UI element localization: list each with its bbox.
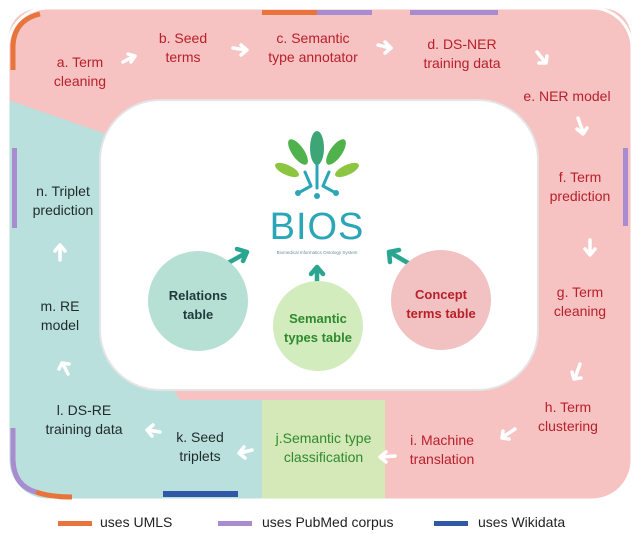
step-k-seed-triplets: k. Seed triplets bbox=[176, 429, 224, 464]
bios-tree-logo bbox=[275, 131, 359, 199]
step-d-ds-ner-training-data: d. DS-NER training data bbox=[423, 36, 501, 71]
legend-pubmed-label: uses PubMed corpus bbox=[262, 514, 394, 530]
pubmed-bar-right bbox=[623, 148, 628, 226]
outer-border bbox=[6, 6, 634, 502]
pubmed-bar-top bbox=[317, 10, 372, 15]
step-m-re-model: m. RE model bbox=[40, 298, 80, 333]
arrow-concept-to-bios bbox=[386, 247, 411, 266]
umls-bar-top bbox=[262, 10, 317, 15]
arrow-f-g bbox=[583, 238, 597, 257]
arrow-a-b bbox=[121, 52, 137, 64]
step-n-triplet-prediction: n. Triplet prediction bbox=[32, 183, 94, 218]
step-i-machine-translation: i. Machine translation bbox=[409, 432, 475, 467]
arrow-m-n bbox=[53, 243, 67, 262]
arrow-b-c bbox=[231, 43, 249, 57]
arrow-relations-to-bios bbox=[225, 246, 250, 266]
arrow-k-l bbox=[145, 423, 162, 438]
relations-table-circle bbox=[148, 251, 248, 351]
legend-pubmed-swatch bbox=[218, 521, 252, 526]
pubmed-bar-bottom-left bbox=[10, 428, 37, 495]
arrow-i-j bbox=[378, 450, 397, 464]
legend-umls-label: uses UMLS bbox=[100, 514, 173, 530]
concept-terms-table-circle bbox=[391, 250, 491, 350]
step-h-term-clustering: h. Term clustering bbox=[538, 399, 598, 434]
step-b-seed-terms: b. Seed terms bbox=[158, 30, 208, 65]
umls-bar-bottom-left bbox=[35, 489, 73, 500]
semantic-types-table-circle bbox=[273, 281, 363, 371]
arrow-d-e bbox=[535, 50, 549, 65]
wikidata-bar-bottom bbox=[163, 491, 238, 497]
arrow-l-m bbox=[57, 361, 71, 376]
arrow-e-f bbox=[575, 116, 589, 136]
step-e-ner-model: e. NER model bbox=[523, 88, 611, 104]
arrow-g-h bbox=[570, 362, 583, 381]
arrow-h-i bbox=[500, 427, 517, 441]
step-a-term-cleaning: a. Term cleaning bbox=[53, 54, 107, 89]
arrow-j-k bbox=[237, 445, 254, 460]
bios-logo-title: BIOS bbox=[269, 206, 365, 248]
step-c-semantic-type-annotator: c. Semantic type annotator bbox=[268, 30, 358, 65]
region-classification bbox=[262, 400, 385, 500]
pubmed-bar-left bbox=[12, 148, 17, 228]
step-f-term-prediction: f. Term prediction bbox=[549, 169, 611, 204]
relations-table-label: Relations table bbox=[168, 288, 228, 322]
step-j-semantic-type-classification: j.Semantic type classification bbox=[275, 430, 372, 465]
pubmed-bar-top-right bbox=[410, 10, 498, 15]
semantic-types-table-label: Semantic types table bbox=[284, 311, 352, 345]
arrow-semantic-to-bios bbox=[308, 264, 326, 285]
bios-logo-subtitle: Biomedical Informatics Ontology System bbox=[276, 250, 358, 255]
concept-terms-table-label: Concept terms table bbox=[406, 287, 476, 321]
legend-wikidata-label: uses Wikidata bbox=[478, 514, 566, 530]
step-g-term-cleaning: g. Term cleaning bbox=[553, 284, 607, 319]
legend-umls-swatch bbox=[58, 521, 92, 526]
arrow-c-d bbox=[376, 40, 393, 55]
umls-bar-top-left bbox=[10, 11, 41, 70]
legend-wikidata-swatch bbox=[434, 521, 468, 526]
step-l-ds-re-training-data: l. DS-RE training data bbox=[45, 402, 123, 437]
region-re bbox=[8, 100, 262, 500]
